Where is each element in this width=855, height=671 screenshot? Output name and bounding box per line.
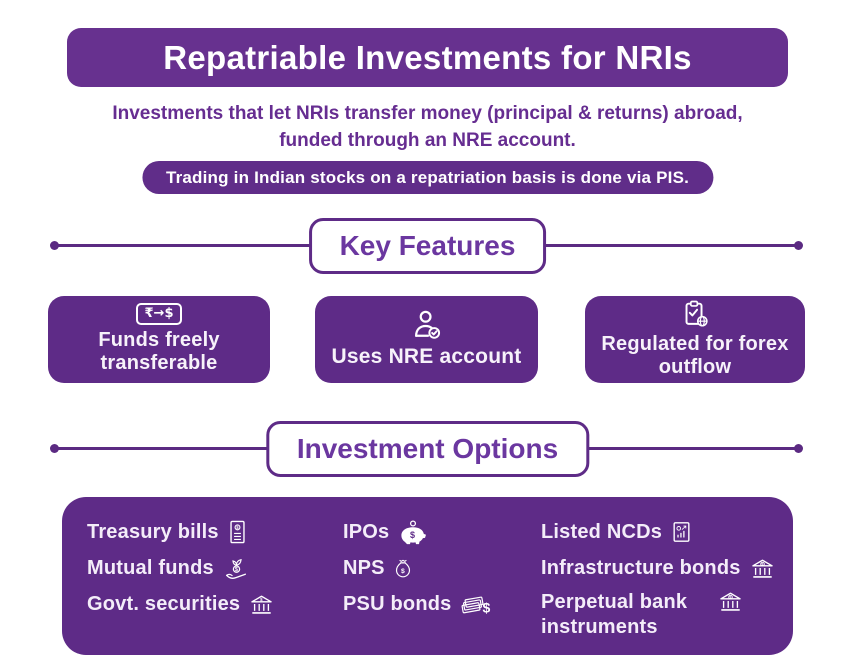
money-bag-icon: $ xyxy=(394,557,412,580)
divider-dot-right xyxy=(794,444,803,453)
feature-card-label: Funds freely transferable xyxy=(98,329,220,374)
bank-icon: $ xyxy=(249,593,274,616)
svg-text:$: $ xyxy=(260,597,263,602)
divider-dot-right xyxy=(794,241,803,250)
chart-document-icon xyxy=(671,521,692,543)
svg-text:$: $ xyxy=(729,596,731,600)
svg-text:$: $ xyxy=(483,600,491,616)
option-perpetual-bank-instruments: Perpetual bank instruments $ xyxy=(541,586,783,640)
person-check-icon xyxy=(410,309,444,341)
section-title-investment-options: Investment Options xyxy=(265,421,590,477)
option-label: IPOs xyxy=(343,520,390,543)
clipboard-globe-icon xyxy=(679,299,711,329)
option-nps: NPS $ xyxy=(343,550,541,586)
feature-card-funds-transferable: ₹→$ Funds freely transferable xyxy=(48,296,270,383)
option-psu-bonds: PSU bonds $ xyxy=(343,586,541,622)
divider-dot-left xyxy=(50,241,59,250)
option-label: PSU bonds xyxy=(343,592,452,615)
investment-options-box: Treasury bills $ Mutual funds xyxy=(62,497,793,655)
option-label: Govt. securities xyxy=(87,592,241,615)
feature-card-nre-account: Uses NRE account xyxy=(315,296,538,383)
option-treasury-bills: Treasury bills $ xyxy=(87,514,343,550)
rupee-to-dollar-icon: ₹→$ xyxy=(135,303,183,326)
page-title: Repatriable Investments for NRIs xyxy=(67,28,788,87)
pis-note-pill: Trading in Indian stocks on a repatriati… xyxy=(141,161,714,194)
page-subtitle: Investments that let NRIs transfer money… xyxy=(112,103,743,151)
feature-card-label: Regulated for forex outflow xyxy=(601,333,789,378)
hand-sprout-coin-icon: $ xyxy=(223,555,250,582)
bill-document-icon: $ xyxy=(228,520,247,544)
bank-dollar-icon: $ xyxy=(750,557,775,580)
option-ipos: IPOs $ xyxy=(343,514,541,550)
option-infrastructure-bonds: Infrastructure bonds $ xyxy=(541,550,783,586)
option-label: NPS xyxy=(343,556,385,579)
piggy-bank-icon: $ xyxy=(398,519,428,546)
investment-options-header: Investment Options xyxy=(0,421,855,477)
options-column-2: IPOs $ NPS $ xyxy=(343,514,541,640)
option-mutual-funds: Mutual funds $ xyxy=(87,550,343,586)
bank-dollar-icon: $ xyxy=(718,590,743,613)
option-label: Infrastructure bonds xyxy=(541,556,741,579)
option-label: Treasury bills xyxy=(87,520,219,543)
svg-text:$: $ xyxy=(761,562,763,566)
svg-text:$: $ xyxy=(410,530,415,540)
option-label: Listed NCDs xyxy=(541,520,663,543)
svg-text:$: $ xyxy=(236,525,239,530)
option-label: Perpetual bank instruments xyxy=(541,591,688,638)
option-govt-securities: Govt. securities $ xyxy=(87,586,343,622)
key-features-header: Key Features xyxy=(0,218,855,274)
option-label: Mutual funds xyxy=(87,556,214,579)
svg-text:$: $ xyxy=(235,567,238,573)
feature-card-label: Uses NRE account xyxy=(331,344,522,368)
option-listed-ncds: Listed NCDs xyxy=(541,514,783,550)
section-title-key-features: Key Features xyxy=(308,218,547,274)
feature-card-forex-regulated: Regulated for forex outflow xyxy=(585,296,805,383)
options-column-3: Listed NCDs Infrastructure bonds xyxy=(541,514,783,640)
divider-dot-left xyxy=(50,444,59,453)
cash-stack-icon: $ xyxy=(460,592,492,616)
options-column-1: Treasury bills $ Mutual funds xyxy=(87,514,343,640)
svg-text:$: $ xyxy=(401,568,405,575)
